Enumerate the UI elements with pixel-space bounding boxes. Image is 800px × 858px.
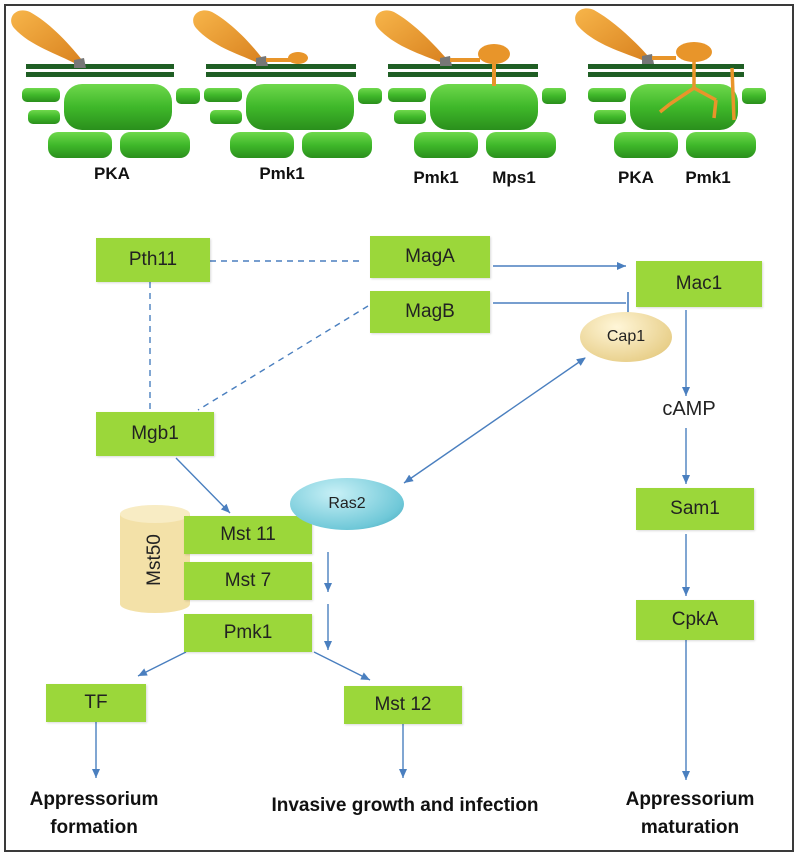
- node-ras2: Ras2: [290, 478, 404, 530]
- outcome-appressorium-formation: Appressorium formation: [14, 786, 174, 842]
- stage-label-pka: PKA: [94, 164, 130, 183]
- outcome-invasive-growth: Invasive growth and infection: [271, 795, 539, 816]
- node-mst11: Mst 11: [184, 516, 312, 554]
- pmk1-tf-arrow: [137, 651, 187, 677]
- magb-mgb1-link: [197, 305, 369, 411]
- stage-2-illustration: [193, 10, 382, 158]
- stage-label-mps1: Mps1: [492, 168, 536, 187]
- stage-label-pka-b: PKA: [618, 168, 654, 187]
- node-camp: cAMP: [662, 398, 716, 420]
- node-sam1: Sam1: [636, 488, 754, 530]
- node-pmk1: Pmk1: [184, 614, 312, 652]
- stage-label-pmk1-b: Pmk1: [413, 168, 459, 187]
- node-pth11: Pth11: [96, 238, 210, 282]
- outcome-maturation-line1: Appressorium: [625, 789, 755, 810]
- stage-4-illustration: [575, 8, 766, 158]
- node-cap1: Cap1: [580, 312, 672, 362]
- infection-stage-illustrations: [11, 8, 766, 158]
- cap1-ras2-arrow: [403, 357, 586, 484]
- node-cpka: CpkA: [636, 600, 754, 640]
- outcome-maturation-line2: maturation: [640, 817, 740, 838]
- outcome-formation-line2: formation: [50, 817, 138, 838]
- mgb1-mst11-arrow: [175, 457, 231, 514]
- node-mac1: Mac1: [636, 261, 762, 307]
- node-magb: MagB: [370, 291, 490, 333]
- node-tf: TF: [46, 684, 146, 722]
- outcome-formation-line1: Appressorium: [29, 789, 159, 810]
- pmk1-mst12-arrow: [313, 651, 371, 681]
- outcome-appressorium-maturation: Appressorium maturation: [610, 786, 770, 842]
- figure-frame: [4, 4, 794, 852]
- stage-3-illustration: [375, 10, 566, 158]
- stage-label-pmk1: Pmk1: [259, 164, 305, 183]
- node-mst12: Mst 12: [344, 686, 462, 724]
- stage-label-pmk1-c: Pmk1: [685, 168, 731, 187]
- node-maga: MagA: [370, 236, 490, 278]
- mst50-label: Mst50: [144, 534, 165, 586]
- stage-1-illustration: [11, 10, 200, 158]
- node-mgb1: Mgb1: [96, 412, 214, 456]
- node-mst7: Mst 7: [184, 562, 312, 600]
